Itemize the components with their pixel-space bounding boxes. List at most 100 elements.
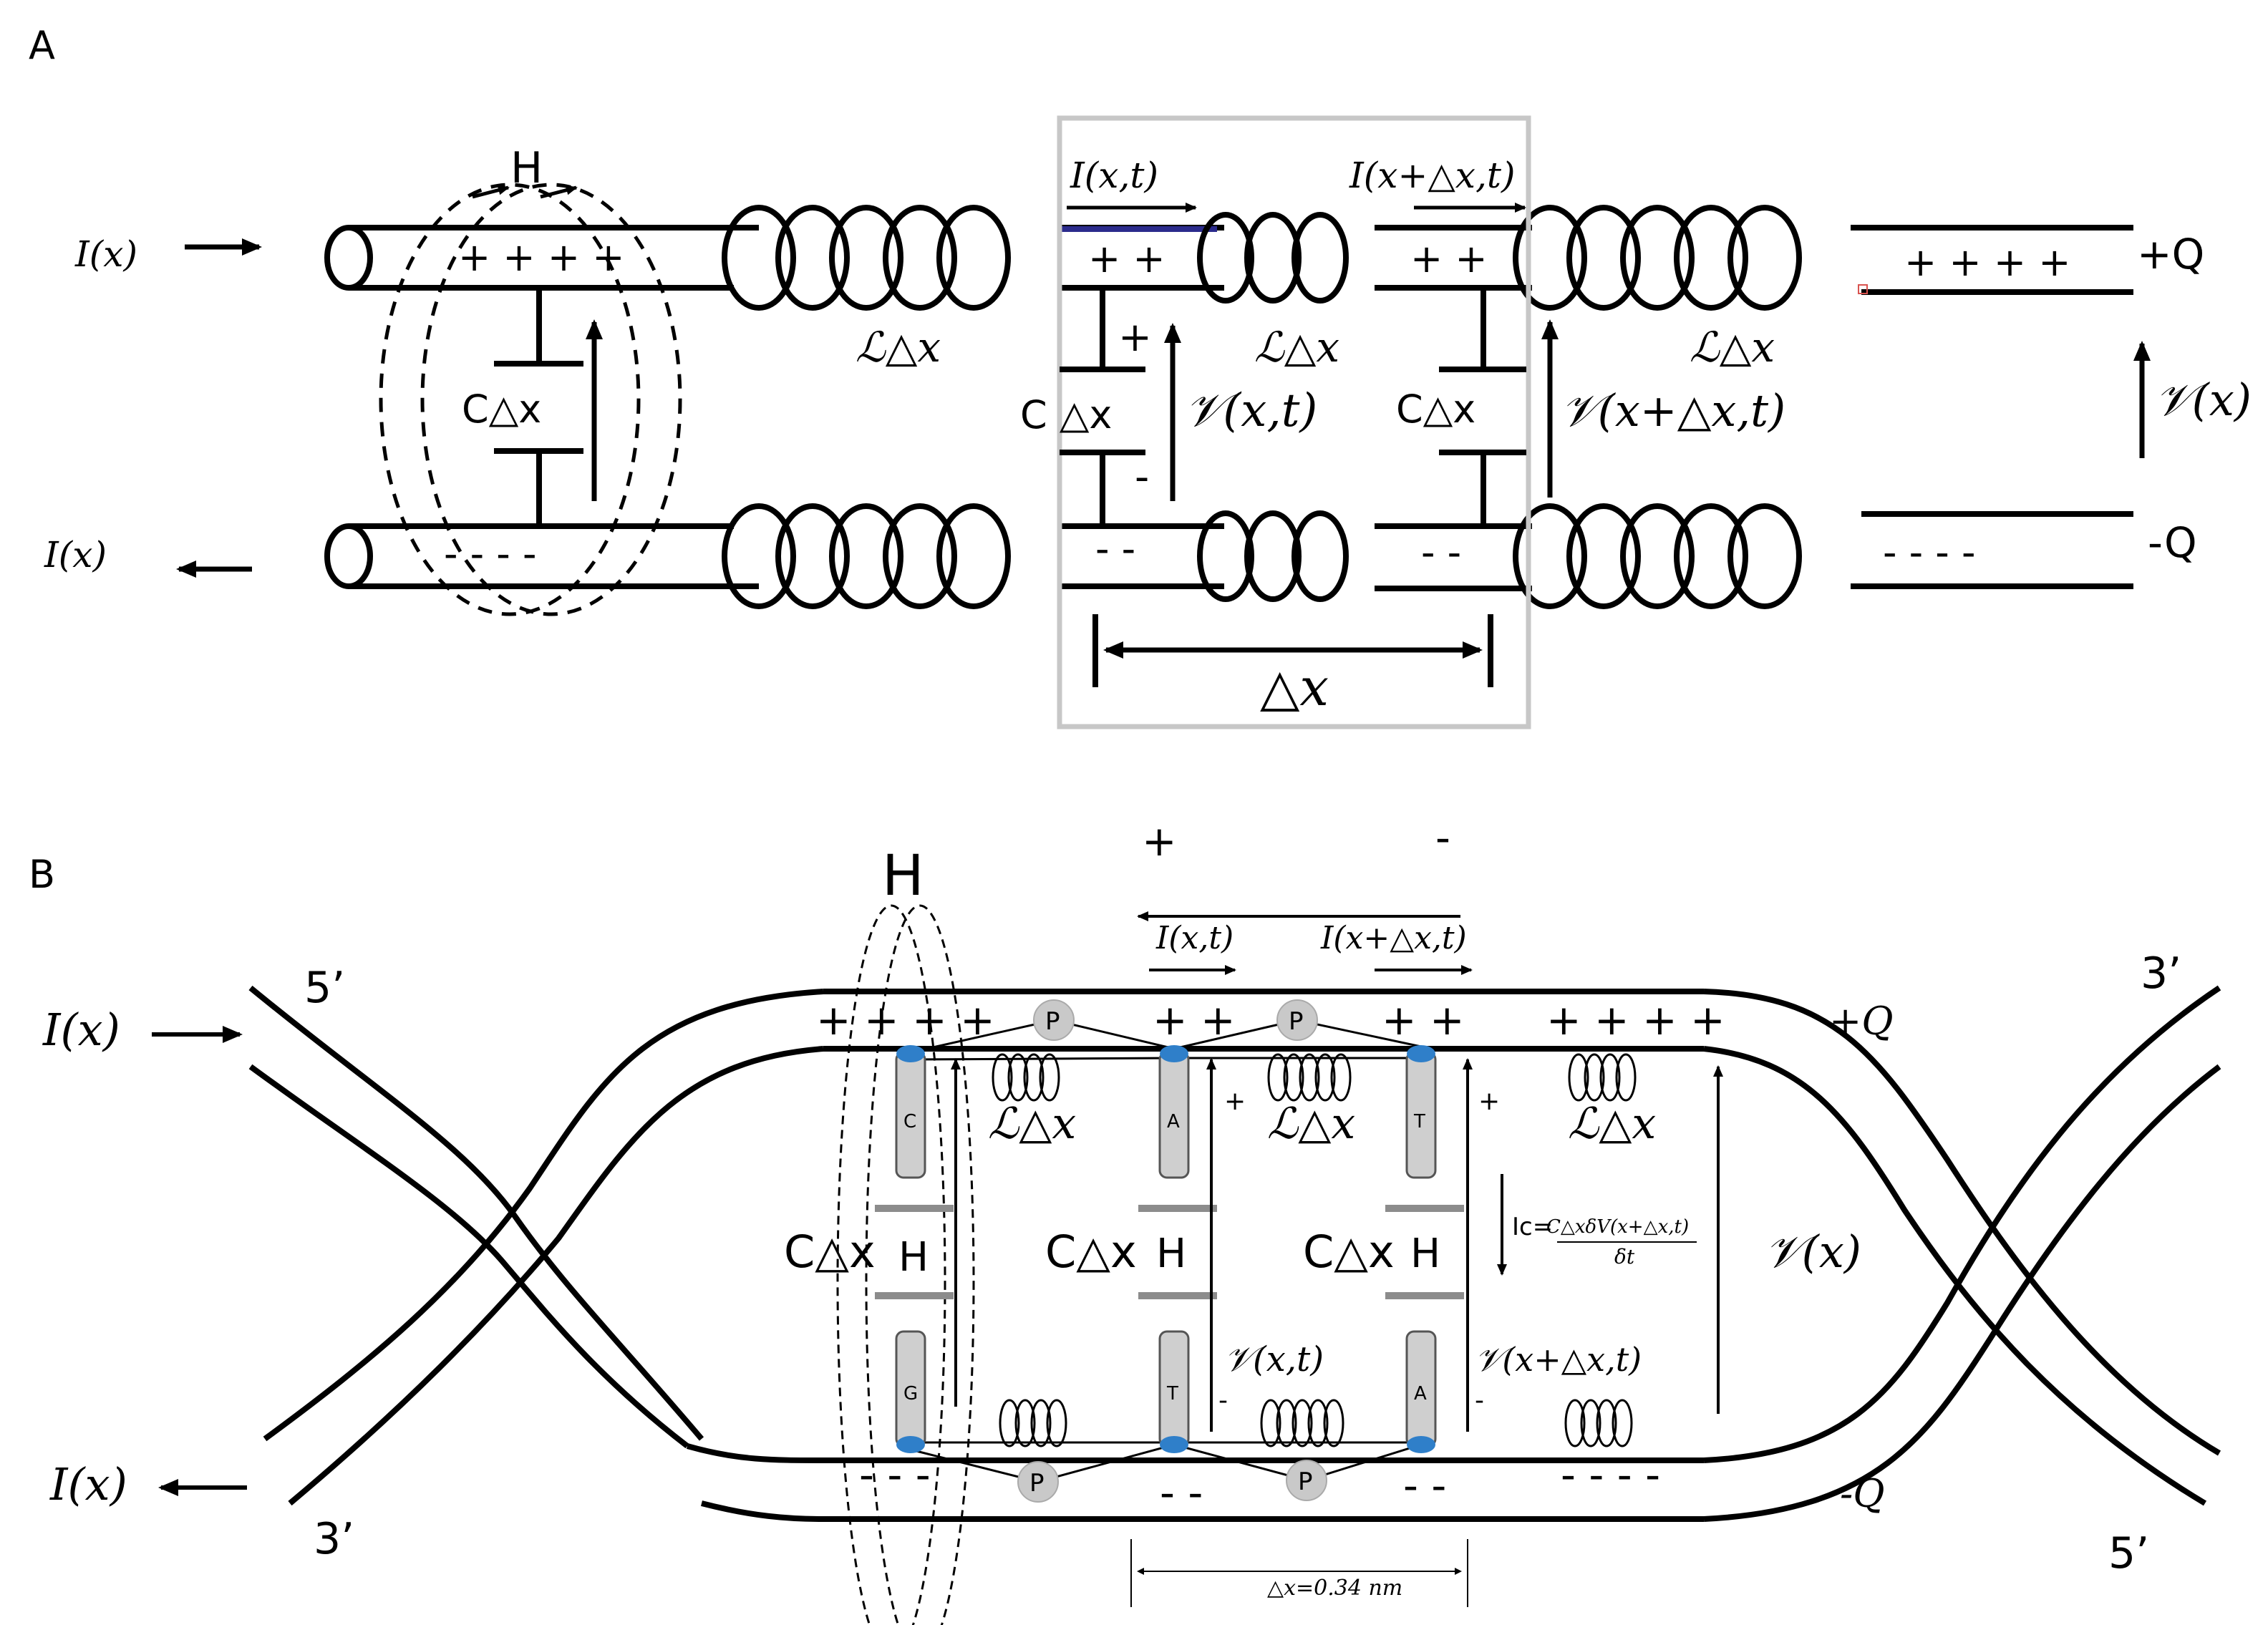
b-current-x-dx-t: I(x+△x,t) (1320, 920, 1467, 956)
base-bottom-cap (1160, 1436, 1188, 1453)
phosphate-label: P (1289, 1007, 1304, 1036)
b-plus-mark-2: + (1224, 1087, 1246, 1116)
capacitor-left (494, 288, 583, 526)
strand-3-bottom: 3’ (314, 1514, 354, 1564)
panel-b-label: B (29, 852, 55, 897)
b-plus-mark-3: + (1478, 1087, 1500, 1116)
plus-mark-a: + (1118, 314, 1152, 361)
coil-loop (1612, 1399, 1633, 1447)
coil-loop (1014, 1399, 1036, 1447)
panel-a-label: A (29, 23, 55, 68)
coil-loop (1674, 205, 1748, 311)
coil-loop (1283, 1053, 1304, 1102)
b-minus-top: - (1435, 813, 1450, 862)
coil-loop (1620, 205, 1695, 311)
coil-loop (936, 503, 1011, 609)
coil-loop (829, 205, 903, 311)
b-charge-top-4: + + + + (1546, 996, 1725, 1044)
coil-loop (1039, 1053, 1060, 1102)
b-current-x-t: I(x,t) (1155, 920, 1234, 956)
coil-loop (1292, 510, 1349, 602)
b-current-in: I(x) (42, 1004, 120, 1056)
coil-loop (722, 503, 796, 609)
coil-loop (1260, 1399, 1281, 1447)
b-inductor-label-3: ℒ△x (1568, 1099, 1656, 1149)
inductor-label-3: ℒ△x (1690, 323, 1775, 372)
h-field-label: H (510, 143, 543, 193)
b-hbond-label-1: H (898, 1234, 929, 1281)
b-hbond-label-2: H (1156, 1231, 1186, 1277)
phosphate-label: P (1298, 1468, 1313, 1496)
plus-q-label: +Q (2137, 230, 2204, 278)
charge-bot-right: - - - - (1883, 530, 1975, 575)
b-cap-label-2: C△x (1045, 1226, 1137, 1278)
coil-loop (1727, 205, 1802, 311)
coil-loop (1023, 1053, 1045, 1102)
strand-5-bottom: 5’ (2108, 1528, 2149, 1578)
capacitor-mid-1 (1060, 288, 1145, 526)
charge-top-mid-1: + + (1088, 236, 1166, 281)
b-cap-label-1: C△x (784, 1226, 876, 1278)
b-charge-top-3: + + (1382, 996, 1465, 1044)
coil-loop (722, 205, 796, 311)
coil-loop (1244, 212, 1302, 304)
coil-loop (1615, 1053, 1637, 1102)
charge-top-right: + + + + (1904, 240, 2070, 285)
charge-bot-mid-1: - - (1095, 526, 1135, 571)
voltage-x-label: 𝒱(x) (2155, 374, 2252, 426)
coil-loop (775, 205, 850, 311)
strand-3-top: 3’ (2141, 949, 2181, 999)
panel-b: B 5’ 3’ 3’ 5’ I(x) I(x) (29, 813, 2221, 1625)
current-in-label: I(x) (74, 233, 137, 275)
b-inductor-label-1: ℒ△x (988, 1099, 1076, 1149)
base-bottom-letter: G (903, 1383, 918, 1405)
coil-loop (1323, 1399, 1344, 1447)
capacitor-mid-2 (1439, 288, 1526, 526)
panel-a: A I(x) I(x) (29, 23, 2252, 729)
base-top-cap (896, 1045, 925, 1062)
coil-loop (1568, 1053, 1589, 1102)
b-charge-bot-1: - - - (859, 1450, 931, 1499)
coil-loop (992, 1053, 1013, 1102)
b-voltage-x: 𝒱(x) (1765, 1226, 1861, 1278)
phosphate-circle (1276, 999, 1318, 1041)
coil-loop (1314, 1053, 1336, 1102)
phosphate-label: P (1045, 1007, 1060, 1036)
b-charge-top-2: + + (1153, 996, 1236, 1044)
strand-5-top: 5’ (304, 963, 345, 1013)
b-charge-bot-4: - - - - (1561, 1450, 1660, 1499)
current-x-t: I(x,t) (1070, 155, 1158, 196)
coil-loop (1513, 205, 1587, 311)
coil-loop (1292, 1399, 1313, 1447)
coil-loop (1674, 503, 1748, 609)
b-voltage-x-t: 𝒱(x,t) (1224, 1339, 1324, 1379)
base-top-letter: T (1413, 1111, 1425, 1132)
b-minus-q: -Q (1840, 1471, 1885, 1516)
inductor-label-1: ℒ△x (856, 323, 941, 372)
coil-loop (883, 205, 957, 311)
coil-loop (1599, 1053, 1621, 1102)
base-top-letter: A (1167, 1111, 1180, 1132)
charge-bottom-left: - - - - (444, 531, 536, 576)
coil-loop (1330, 1053, 1352, 1102)
cap-left-label: C△x (462, 387, 541, 432)
bottom-conductor (349, 511, 2133, 591)
coil-loop (1197, 212, 1254, 304)
b-charge-top-1: + + + + (816, 996, 995, 1044)
b-minus-mark-3: - (1475, 1386, 1484, 1415)
coax-top-end (324, 225, 373, 291)
h-field-loops (379, 183, 682, 616)
base-bottom-cap (1407, 1436, 1435, 1453)
inductor-coils-a (722, 205, 1802, 609)
coil-loop (1030, 1399, 1052, 1447)
coil-loop (1267, 1053, 1289, 1102)
dna-strands (248, 985, 2221, 1522)
cap-mid-1-label: C △x (1020, 392, 1112, 437)
cap-mid-2-label: C△x (1396, 387, 1475, 432)
coil-loop (1299, 1053, 1320, 1102)
base-bottom-letter: A (1414, 1383, 1427, 1405)
base-top-cap (1407, 1045, 1435, 1062)
b-cap-label-3: C△x (1303, 1226, 1395, 1278)
